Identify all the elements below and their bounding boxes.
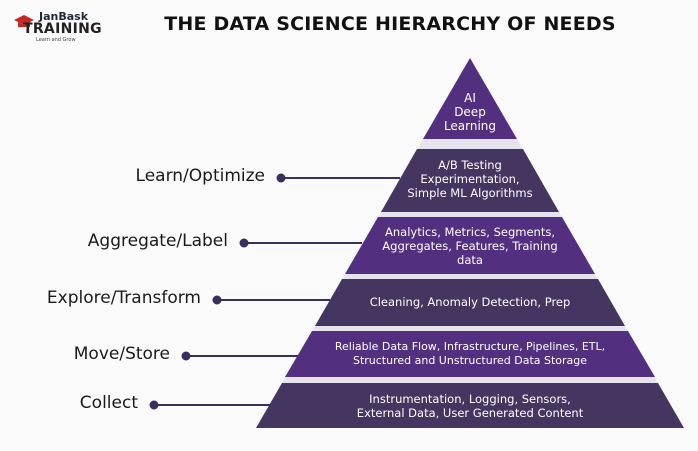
pyramid-level-0 [423, 58, 517, 139]
label-learn-optimize: Learn/Optimize [135, 166, 265, 186]
level-4-text: Reliable Data Flow, Infrastructure, Pipe… [334, 340, 606, 367]
pyramid-level-5 [256, 383, 684, 428]
pyramid-level-3 [315, 279, 625, 326]
connector-dot-5 [149, 400, 159, 410]
logo-brand-main: TRAINING [23, 21, 102, 37]
connector-dot-1 [276, 173, 286, 183]
label-move-store: Move/Store [73, 344, 170, 364]
level-5-text: Instrumentation, Logging, Sensors, Exter… [356, 392, 584, 420]
level-3-text: Cleaning, Anomaly Detection, Prep [369, 295, 571, 309]
connector-dot-3 [212, 295, 222, 305]
level-1-text: A/B Testing Experimentation, Simple ML A… [407, 158, 533, 200]
label-explore-transform: Explore/Transform [46, 288, 201, 308]
logo: JanBask TRAINING Learn and Grow [8, 10, 118, 43]
pyramid-level-4 [285, 331, 655, 377]
level-2-text: Analytics, Metrics, Segments, Aggregates… [382, 225, 558, 267]
connector-dot-4 [181, 351, 191, 361]
logo-brand-top: JanBask [39, 10, 89, 23]
level-0-text: AI Deep Learning [443, 91, 497, 133]
pyramid-level-2 [345, 217, 595, 274]
page-title: THE DATA SCIENCE HIERARCHY OF NEEDS [164, 13, 616, 35]
pyramid-level-1 [381, 149, 559, 212]
connector-dot-2 [239, 238, 249, 248]
label-aggregate-label: Aggregate/Label [87, 231, 228, 251]
label-collect: Collect [79, 393, 138, 413]
logo-tagline: Learn and Grow [36, 37, 76, 43]
graduation-cap-icon [14, 15, 34, 27]
